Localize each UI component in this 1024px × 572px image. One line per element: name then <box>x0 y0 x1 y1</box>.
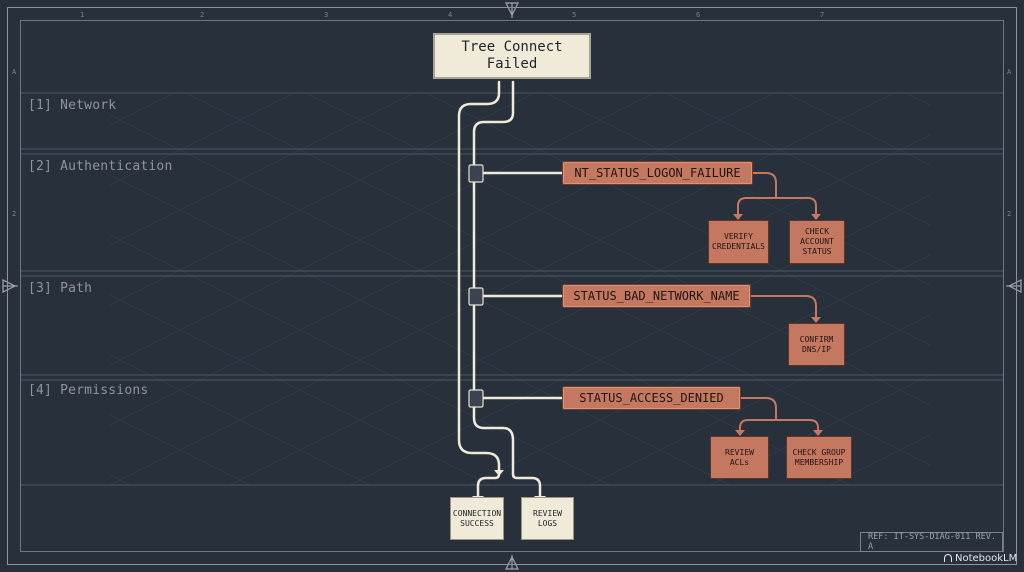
code-access-denied: STATUS_ACCESS_DENIED <box>562 386 741 410</box>
action-check-account-status: CHECK ACCOUNT STATUS <box>789 220 845 264</box>
connector-arrowheads <box>733 214 823 436</box>
code-bad-network-name: STATUS_BAD_NETWORK_NAME <box>562 284 751 308</box>
action-review-acls: REVIEW ACLs <box>710 436 769 479</box>
action-confirm-dns-ip: CONFIRM DNS/IP <box>788 323 845 366</box>
lane-label-network: [1] Network <box>28 98 117 113</box>
notebooklm-logo-icon <box>944 554 952 562</box>
root-node: Tree Connect Failed <box>433 33 591 79</box>
action-verify-credentials: VERIFY CREDENTIALS <box>708 220 769 264</box>
outcome-connection-success: CONNECTION SUCCESS <box>450 497 504 540</box>
code-logon-failure: NT_STATUS_LOGON_FAILURE <box>562 161 753 185</box>
lane-label-permissions: [4] Permissions <box>28 383 149 398</box>
frame-tick: 2 <box>200 11 205 19</box>
outcome-review-logs: REVIEW LOGS <box>521 497 574 540</box>
drawing-frame-inner <box>20 20 1004 552</box>
frame-tick: 4 <box>448 11 453 19</box>
lane-label-authentication: [2] Authentication <box>28 159 173 174</box>
action-check-group-membership: CHECK GROUP MEMBERSHIP <box>786 436 852 479</box>
frame-tick: 3 <box>324 11 329 19</box>
brand-label: NotebookLM <box>955 553 1018 564</box>
frame-tick: A <box>1007 68 1012 76</box>
frame-tick: 5 <box>572 11 577 19</box>
brand-watermark: NotebookLM <box>944 553 1017 564</box>
frame-tick: 1 <box>80 11 85 19</box>
lane-label-path: [3] Path <box>28 281 93 296</box>
frame-tick: 2 <box>12 210 17 218</box>
lane-separators <box>21 92 1003 486</box>
frame-tick: A <box>12 68 17 76</box>
reference-block: REF: IT-SYS-DIAG-011 REV. A <box>860 532 1003 552</box>
drawing-frame-outer <box>7 7 1017 565</box>
action-connectors <box>737 172 819 434</box>
frame-tick: 2 <box>1007 210 1012 218</box>
frame-tick: 6 <box>696 11 701 19</box>
frame-tick: 7 <box>820 11 825 19</box>
